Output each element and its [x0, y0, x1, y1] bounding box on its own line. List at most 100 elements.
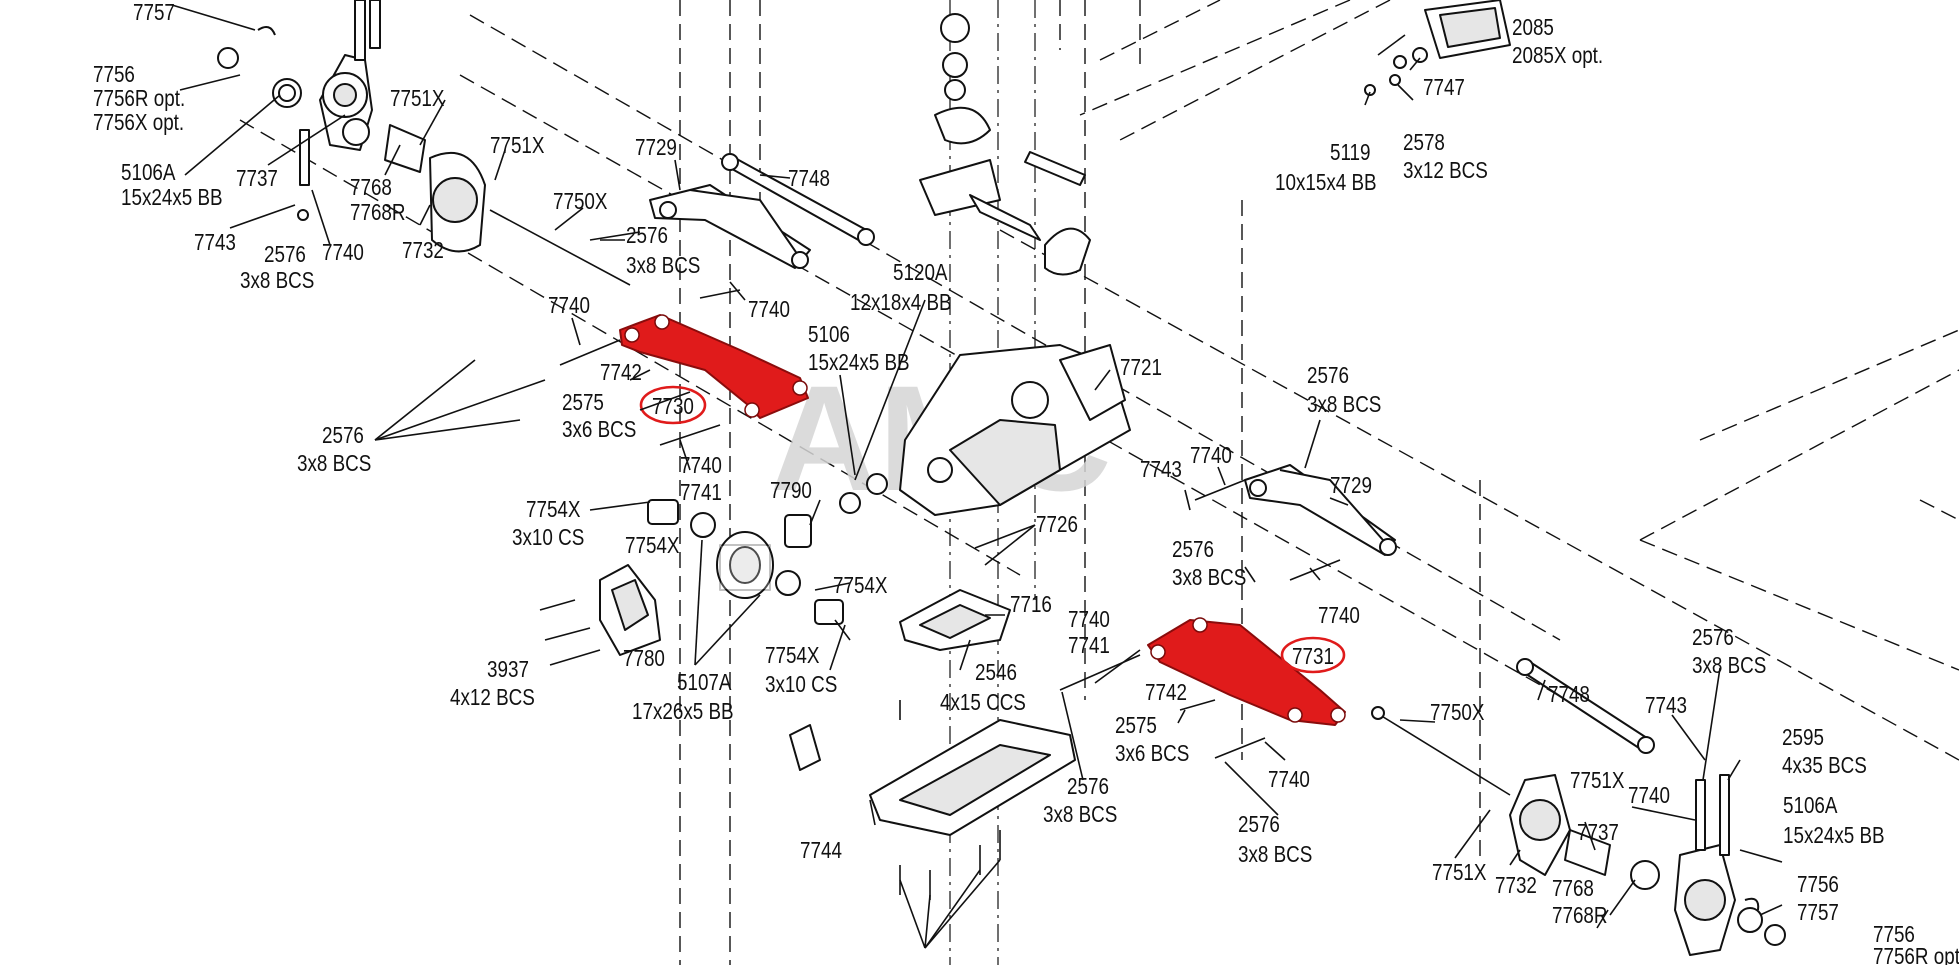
label-7751X-left-1: 7751X — [390, 86, 445, 111]
right-upper-arm-7729 — [1244, 464, 1397, 556]
label-7768R-left: 7768R — [350, 200, 406, 225]
label-7756X-left: 7756X opt. — [93, 110, 184, 135]
label-3x12bcs: 3x12 BCS — [1403, 158, 1488, 183]
label-2576-right-5: 2576 — [1692, 625, 1734, 650]
label-3x8bcs-right-2: 3x8 BCS — [1172, 565, 1246, 590]
label-7744: 7744 — [800, 838, 842, 863]
label-7740-right-3: 7740 — [1068, 607, 1110, 632]
label-2576-right-3: 2576 — [1067, 774, 1109, 799]
label-3x6bcs-right: 3x6 BCS — [1115, 741, 1189, 766]
label-bb-15x24-mid: 15x24x5 BB — [808, 350, 910, 375]
label-3x8bcs-left-2: 3x8 BCS — [626, 253, 700, 278]
label-7790: 7790 — [770, 478, 812, 503]
label-2575-right: 2575 — [1115, 713, 1157, 738]
label-3x10cs-1: 3x10 CS — [512, 525, 584, 550]
skid-plate-7716 — [899, 589, 1011, 651]
label-7757-right: 7757 — [1797, 900, 1839, 925]
label-7743-right-2: 7743 — [1645, 693, 1687, 718]
label-7756-right-2: 7756 — [1873, 922, 1915, 947]
label-7740-right-5: 7740 — [1628, 783, 1670, 808]
label-7730: 7730 — [652, 394, 694, 419]
label-7754X-3: 7754X — [833, 573, 888, 598]
callout-circle-7730 — [639, 385, 707, 425]
label-7741-left: 7741 — [680, 480, 722, 505]
label-3x8bcs-right-5: 3x8 BCS — [1692, 653, 1766, 678]
label-7740-left-3: 7740 — [548, 293, 590, 318]
label-7740-left-2: 7740 — [748, 297, 790, 322]
label-2595: 2595 — [1782, 725, 1824, 750]
label-7742-right: 7742 — [1145, 680, 1187, 705]
label-5119: 5119 — [1330, 140, 1371, 165]
label-5106-mid: 5106 — [808, 322, 850, 347]
leader-lines — [171, 4, 1783, 949]
label-2546: 2546 — [975, 660, 1017, 685]
label-7757-top: 7757 — [133, 0, 175, 25]
label-7732-left: 7732 — [402, 238, 444, 263]
label-7756-right: 7756 — [1797, 872, 1839, 897]
label-7741-right: 7741 — [1068, 633, 1110, 658]
label-7729-left: 7729 — [635, 135, 677, 160]
label-2576-left-2: 2576 — [626, 223, 668, 248]
label-2576-right-4: 2576 — [1238, 812, 1280, 837]
differential — [647, 473, 888, 625]
label-7754X-1: 7754X — [526, 497, 581, 522]
label-7750X-right: 7750X — [1430, 700, 1485, 725]
label-5106A-right: 5106A — [1783, 793, 1838, 818]
label-7740-right-1: 7740 — [1190, 443, 1232, 468]
label-3x8bcs-left-1: 3x8 BCS — [240, 268, 314, 293]
left-upper-arm-7729 — [649, 184, 811, 269]
label-7743-right-1: 7743 — [1140, 457, 1182, 482]
chassis-bulkhead-7721 — [899, 344, 1131, 516]
label-3x8bcs-right-3: 3x8 BCS — [1043, 802, 1117, 827]
label-7754X-2: 7754X — [625, 533, 680, 558]
label-7754X-4: 7754X — [765, 643, 820, 668]
label-7731: 7731 — [1292, 644, 1334, 669]
label-3x8bcs-right-4: 3x8 BCS — [1238, 842, 1312, 867]
label-7756R-right: 7756R opt. — [1873, 944, 1959, 965]
label-3x8bcs-right-1: 3x8 BCS — [1307, 392, 1381, 417]
label-7740-right-4: 7740 — [1268, 767, 1310, 792]
label-7740-left-4: 7740 — [680, 453, 722, 478]
right-hub-assembly — [1509, 774, 1786, 956]
label-2578: 2578 — [1403, 130, 1445, 155]
label-7751X-right: 7751X — [1570, 768, 1625, 793]
label-5107A: 5107A — [677, 670, 732, 695]
label-7750X-left: 7750X — [553, 189, 608, 214]
label-7768R-right: 7768R — [1552, 903, 1608, 928]
label-7740-right-2: 7740 — [1318, 603, 1360, 628]
servo-2085 — [1364, 0, 1511, 96]
label-7751X-right-2: 7751X — [1432, 860, 1487, 885]
label-2576-right-2: 2576 — [1172, 537, 1214, 562]
left-hub-assembly — [217, 0, 631, 286]
label-7740-left-1: 7740 — [322, 240, 364, 265]
label-7748-right: 7748 — [1548, 682, 1590, 707]
label-7737-left: 7737 — [236, 166, 278, 191]
label-2575-left: 2575 — [562, 390, 604, 415]
label-2576-left-1: 2576 — [264, 242, 306, 267]
label-7716: 7716 — [1010, 592, 1052, 617]
left-lower-arm-7730 — [619, 314, 809, 419]
label-7721: 7721 — [1120, 355, 1162, 380]
label-7748-left: 7748 — [788, 166, 830, 191]
right-shafts — [1371, 658, 1655, 796]
label-7768-left: 7768 — [350, 175, 392, 200]
label-7751X-left-2: 7751X — [490, 133, 545, 158]
left-link-7748 — [721, 153, 875, 246]
label-bb-12x18: 12x18x4 BB — [850, 290, 952, 315]
label-bb-15x24-left: 15x24x5 BB — [121, 185, 223, 210]
right-lower-arm-7731 — [1147, 617, 1346, 726]
skid-plate-7744 — [789, 719, 1076, 836]
label-3937: 3937 — [487, 657, 529, 682]
label-7747: 7747 — [1423, 75, 1465, 100]
label-2576-right-1: 2576 — [1307, 363, 1349, 388]
label-4x15ccs: 4x15 CCS — [940, 690, 1026, 715]
label-5106A-left: 5106A — [121, 160, 176, 185]
label-7732-right: 7732 — [1495, 873, 1537, 898]
label-7768-right: 7768 — [1552, 876, 1594, 901]
label-4x35bcs: 4x35 BCS — [1782, 753, 1867, 778]
label-2085: 2085 — [1512, 15, 1554, 40]
label-7726: 7726 — [1036, 512, 1078, 537]
part-labels: 7757 7756 7756R opt. 7756X opt. 5106A 15… — [93, 0, 1959, 965]
label-7742-left: 7742 — [600, 360, 642, 385]
